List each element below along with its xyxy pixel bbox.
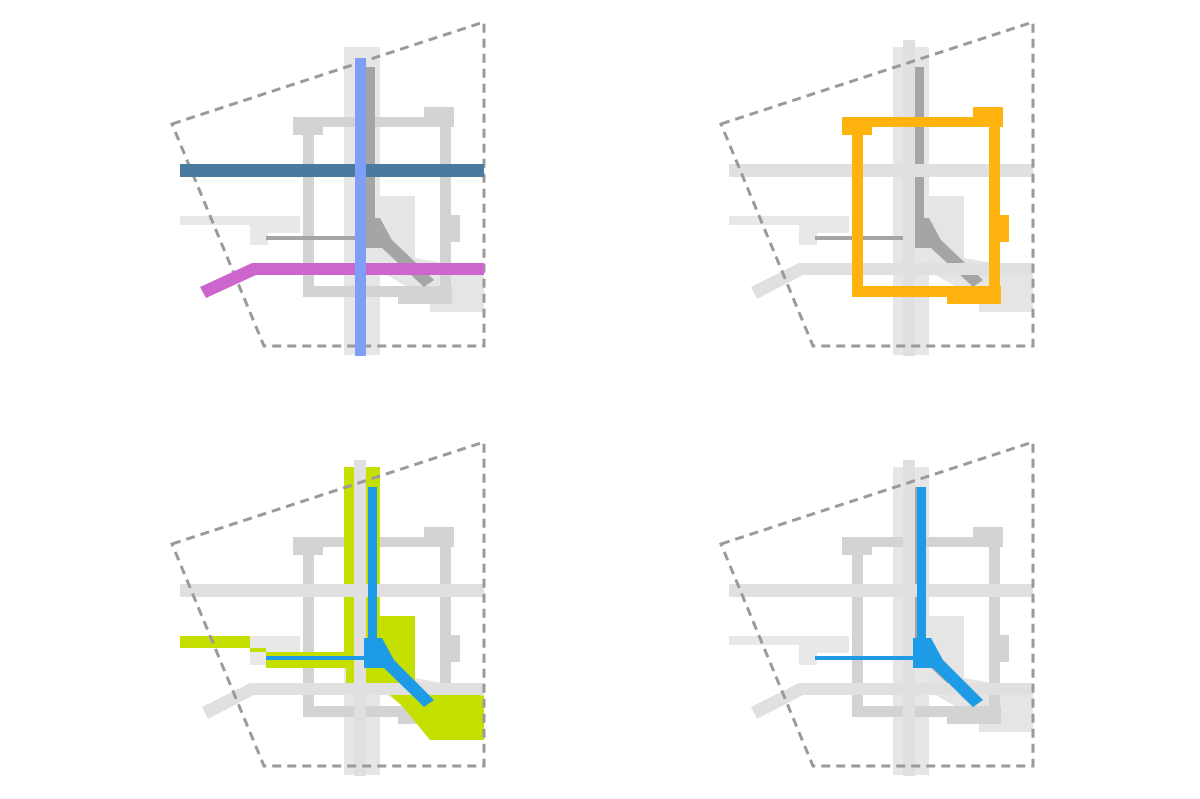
amber-ring-road — [842, 107, 1009, 304]
azure-channel — [815, 487, 983, 707]
lime-green-zone — [180, 467, 484, 740]
diagram-panel-bottom-left — [170, 440, 486, 776]
diagram-panel-top-right — [719, 20, 1035, 356]
azure-channel — [266, 487, 434, 707]
diagram-panel-top-left — [170, 20, 486, 356]
navy-horizontal-road — [180, 164, 484, 177]
periwinkle-vertical-road — [355, 58, 366, 356]
magenta-road — [200, 263, 484, 298]
diagram-panel-bottom-right — [719, 440, 1035, 776]
